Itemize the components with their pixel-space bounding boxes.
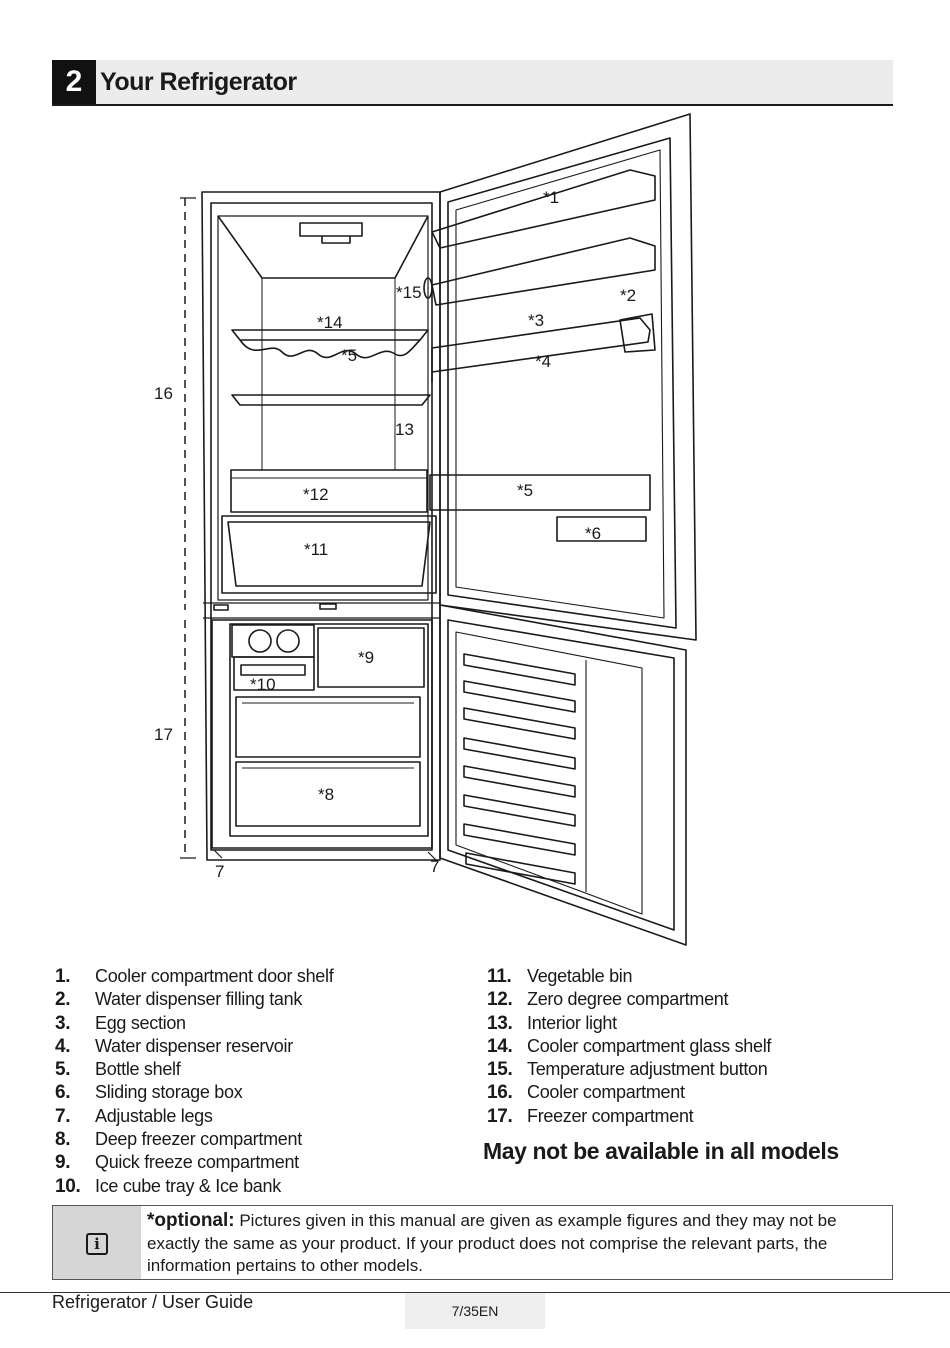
footer-divider <box>0 1292 950 1293</box>
chapter-title: Your Refrigerator <box>100 68 297 96</box>
list-item: 13.Interior light <box>487 1012 617 1034</box>
callout-17: 17 <box>154 725 173 744</box>
list-item: 1.Cooler compartment door shelf <box>55 966 334 987</box>
list-item: 14.Cooler compartment glass shelf <box>487 1035 772 1057</box>
list-item: 6.Sliding storage box <box>55 1082 243 1104</box>
callout-3: *3 <box>528 311 544 330</box>
list-item: 12.Zero degree compartment <box>487 989 729 1011</box>
page-number: 7/35EN <box>405 1293 545 1329</box>
list-item: 2.Water dispenser filling tank <box>55 989 303 1011</box>
callout-12: *12 <box>303 485 329 504</box>
list-item: 11.Vegetable bin <box>487 966 633 987</box>
list-item: 9.Quick freeze compartment <box>55 1152 299 1174</box>
callout-8: *8 <box>318 785 334 804</box>
callout-10: *10 <box>250 675 276 694</box>
callout-16: 16 <box>154 384 173 403</box>
parts-list-right: 11.Vegetable bin 12.Zero degree compartm… <box>487 965 771 1128</box>
parts-list-left: 1.Cooler compartment door shelf 2.Water … <box>55 965 334 1198</box>
callout-5-door: *5 <box>517 481 533 500</box>
info-box-sidebar: i <box>53 1206 141 1279</box>
callout-2: *2 <box>620 286 636 305</box>
list-item: 17.Freezer compartment <box>487 1105 694 1127</box>
callout-6: *6 <box>585 524 601 543</box>
info-box: i *optional: Pictures given in this manu… <box>52 1205 893 1280</box>
list-item: 15.Temperature adjustment button <box>487 1059 768 1081</box>
availability-note: May not be available in all models <box>483 1138 839 1164</box>
footer-title: Refrigerator / User Guide <box>52 1292 254 1312</box>
chapter-number: 2 <box>52 60 96 104</box>
callout-13: 13 <box>395 420 414 439</box>
list-item: 3.Egg section <box>55 1012 186 1034</box>
list-item: 8.Deep freezer compartment <box>55 1129 302 1151</box>
info-box-text: *optional: Pictures given in this manual… <box>147 1210 882 1278</box>
list-item: 4.Water dispenser reservoir <box>55 1035 293 1057</box>
callout-1: *1 <box>543 188 559 207</box>
callout-7-right: 7 <box>430 857 439 876</box>
list-item: 16.Cooler compartment <box>487 1082 685 1104</box>
callout-15: *15 <box>396 283 422 302</box>
list-item: 5.Bottle shelf <box>55 1059 181 1081</box>
info-icon: i <box>86 1233 108 1255</box>
info-box-body: Pictures given in this manual are given … <box>147 1211 837 1275</box>
callout-7-left: 7 <box>215 862 224 881</box>
list-item: 10.Ice cube tray & Ice bank <box>55 1175 281 1197</box>
callout-9: *9 <box>358 648 374 667</box>
list-item: 7.Adjustable legs <box>55 1105 213 1127</box>
section-header: 2 Your Refrigerator <box>52 60 893 106</box>
refrigerator-diagram: *1 *2 *3 *4 *5 *5 *6 7 7 *8 *9 *10 *11 *… <box>154 113 697 946</box>
callout-5-shelf: *5 <box>341 346 357 365</box>
callout-14: *14 <box>317 313 343 332</box>
callout-11: *11 <box>304 540 328 559</box>
info-box-lead: *optional: <box>147 1210 235 1231</box>
callout-4: *4 <box>535 352 551 371</box>
